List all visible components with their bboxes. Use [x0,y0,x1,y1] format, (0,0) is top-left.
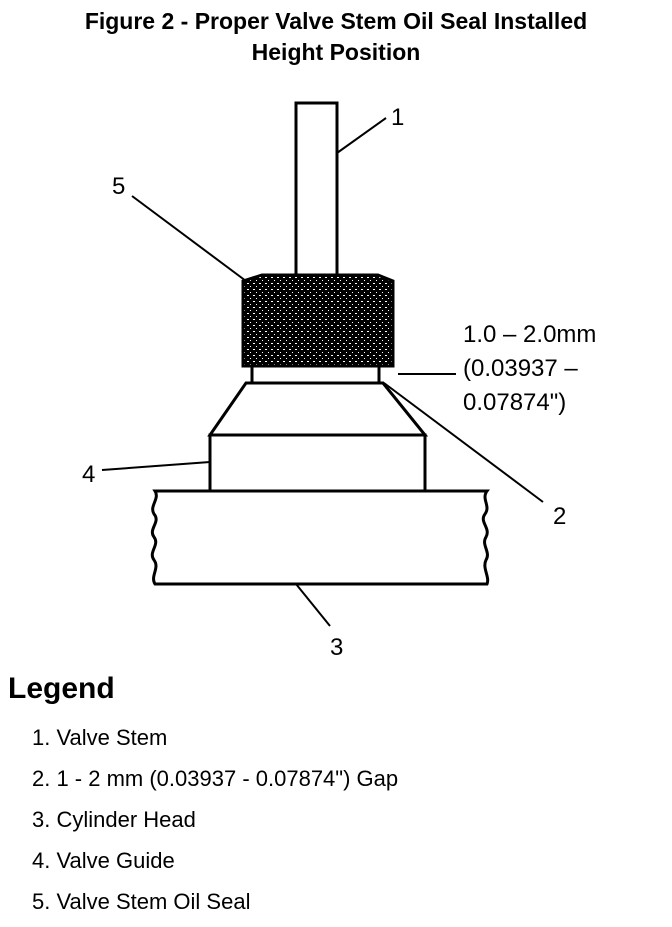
dimension-label-line-2: (0.03937 – [463,355,578,382]
legend-list: 1. Valve Stem 2. 1 - 2 mm (0.03937 - 0.0… [32,722,398,927]
legend-item: 1. Valve Stem [32,725,168,750]
leader-line-4 [101,461,211,471]
callout-4: 4 [82,461,95,488]
legend-item: 3. Cylinder Head [32,807,196,832]
leader-line-1 [336,117,387,154]
legend-item: 5. Valve Stem Oil Seal [32,889,251,914]
valve-stem-oil-seal [241,273,395,368]
figure-title-line-1: Figure 2 - Proper Valve Stem Oil Seal In… [84,8,588,34]
callout-3: 3 [330,634,343,661]
callout-1: 1 [391,104,404,131]
figure-title-line-2: Height Position [251,39,421,65]
figure-title: Figure 2 - Proper Valve Stem Oil Seal In… [0,6,672,68]
callout-5: 5 [112,173,125,200]
leader-line-5 [131,195,247,282]
dimension-label-line-3: 0.07874") [463,389,566,416]
legend-item: 2. 1 - 2 mm (0.03937 - 0.07874") Gap [32,766,399,791]
valve-seal-diagram: 1 5 4 2 3 1.0 – 2.0mm (0.03937 – 0.07874… [82,101,596,661]
callout-2: 2 [553,503,566,530]
leader-line-2 [383,382,544,503]
dimension-label-line-1: 1.0 – 2.0mm [463,321,596,348]
legend-item: 4. Valve Guide [32,848,175,873]
legend-title: Legend [8,672,115,705]
valve-guide-taper [207,381,429,437]
seal-gap-band [250,364,381,385]
valve-stem [294,101,339,280]
cylinder-head [150,489,490,586]
leader-line-3 [295,583,331,627]
valve-guide [208,433,427,493]
